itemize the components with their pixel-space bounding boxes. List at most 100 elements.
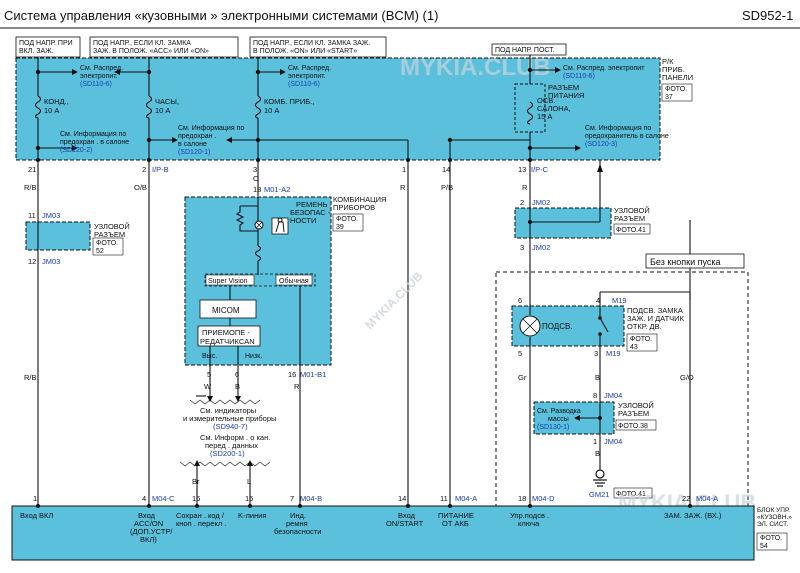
svg-text:ФОТО.52: ФОТО.52 [96,240,118,255]
cluster-pin-top: 18 [253,185,261,194]
bcm-key-illum-ctrl: Упр.подсв .ключа [510,511,549,528]
svg-text:ФОТО.54: ФОТО.54 [760,535,782,550]
bcm-ign-key-input: ЗАМ. ЗАЖ. (ВХ.) [664,511,722,520]
bcm-k-line: K-линия [238,511,266,520]
pin-1: 1 [402,165,406,174]
can-transceiver-label: ПРИЕМОПЕ -РЕДАТЧИКCAN [200,328,255,346]
switch-pin-5: 5 [518,349,522,358]
jm03-pin-top: 11 [28,211,36,220]
wire-color-br: Br [192,477,200,486]
cluster-pin-6: 6 [235,370,239,379]
cluster-variant-box [204,273,316,287]
bcm-conn-m04-c: M04-C [152,494,175,503]
ref-power-dist-2: См. Распред.электропит.(SD110-6) [288,65,331,88]
fuse-ac: КОНД.,10 А [44,97,69,115]
watermark: MYKIA.CLUB [400,54,551,81]
fuse-clock: ЧАСЫ,10 А [155,97,179,115]
fuse-panel-photo: ФОТО.37 [661,83,693,102]
bcm-pin-15: 15 [245,494,253,503]
supply-label-on-start: ПОД НАПР., ЕСЛИ КЛ. ЗАМКА ЗАЖ.В ПОЛОЖ. «… [249,36,387,58]
micom-box [199,299,257,319]
wire-color-b3: B [595,449,600,458]
jm02-name-top: JM02 [532,198,550,207]
bcm-photo: ФОТО.54 [756,532,788,551]
no-start-button-region [495,271,749,531]
diagram-code: SD952-1 [742,8,793,23]
switch-pin-4: 4 [596,296,600,305]
conn-ip-c: I/P-C [531,165,549,174]
seat-belt-icon [271,217,289,235]
pin-2: 2 [142,165,146,174]
supply-label-battery: ПОД НАПР. ПОСТ. [491,43,567,56]
cluster-pin-16: 16 [288,370,296,379]
bcm-side-label: БЛОК УПР.«КУЗОВН.»ЭЛ. СИСТ. [757,507,792,528]
jm03-pin-bottom: 12 [28,257,36,266]
bcm-code-save: Сохран . код /кноп . перекл . [176,511,226,528]
svg-text:ФОТО.43: ФОТО.43 [630,336,652,351]
wire-color-r: R [400,183,406,192]
bcm-conn-m04-a: M04-A [455,494,477,503]
can-transceiver-box [197,325,261,347]
svg-text:ФОТО.41: ФОТО.41 [616,491,646,498]
svg-text:ФОТО.37: ФОТО.37 [665,86,687,101]
pin-21: 21 [28,165,36,174]
switch-pin-3: 3 [594,349,598,358]
ground-name: GM21 [589,490,609,499]
jm04-pin-bottom: 1 [593,437,597,446]
bcm-block [11,505,755,561]
wire-color-go: G/O [680,373,694,382]
ref-can-data: См. Информ . о кан.перед . данных(SD200-… [200,433,270,458]
jm04-name-top: JM04 [604,391,622,400]
wire-color-rb: R/B [24,183,37,192]
watermark-diagonal: MYKIA.CLUB [362,269,425,332]
jm02-pin-top: 2 [520,198,524,207]
pin-14: 14 [442,165,450,174]
fuse-cluster: КОМБ. ПРИБ.,10 А [264,97,314,115]
can-low-label: Низк. [245,353,262,360]
cluster-conn-top: M01-A2 [264,185,290,194]
ref-power-dist-3: См. Распред. электропит(SD110-6) [563,65,645,80]
bcm-conn-m04-a-2: M04-A [696,494,718,503]
wire-color-r2: R [522,183,528,192]
jm03-name-top: JM03 [42,211,60,220]
fuse-panel [15,57,661,161]
wire-color-rb2: R/B [24,373,37,382]
switch-pin-6: 6 [518,296,522,305]
no-start-button-label: Без кнопки пуска [650,257,721,267]
wire-color-pb: P/B [441,183,453,192]
switch-photo: ФОТО.43 [626,333,658,352]
fuse-room-lamp: ОСВ.САЛОНА,15 А [537,96,571,121]
super-vision-box [205,274,255,286]
bcm-pin-11: 11 [440,494,448,503]
bcm-pin-22: 22 [682,494,690,503]
pin-3: 3 [253,165,257,174]
micom-label: MICOM [212,306,240,315]
bcm-conn-m04-d: M04-D [532,494,555,503]
can-high-label: Выс. [202,353,217,360]
lamp-cross-icon [255,221,263,229]
no-start-button-label-box [645,253,745,269]
wire-color-l: L [247,477,251,486]
bcm-pin-18: 18 [518,494,526,503]
super-vision-label: Super Vision [208,278,248,285]
jm02-photo: ФОТО.41 [613,223,651,235]
fuse-connector-box [514,83,546,133]
ground-symbol-icon [593,469,607,487]
svg-text:ФОТО.41: ФОТО.41 [616,227,646,234]
jm02-pin-bottom: 3 [520,243,524,252]
cluster-pin-5: 5 [207,370,211,379]
jm03-photo: ФОТО.52 [92,237,124,256]
